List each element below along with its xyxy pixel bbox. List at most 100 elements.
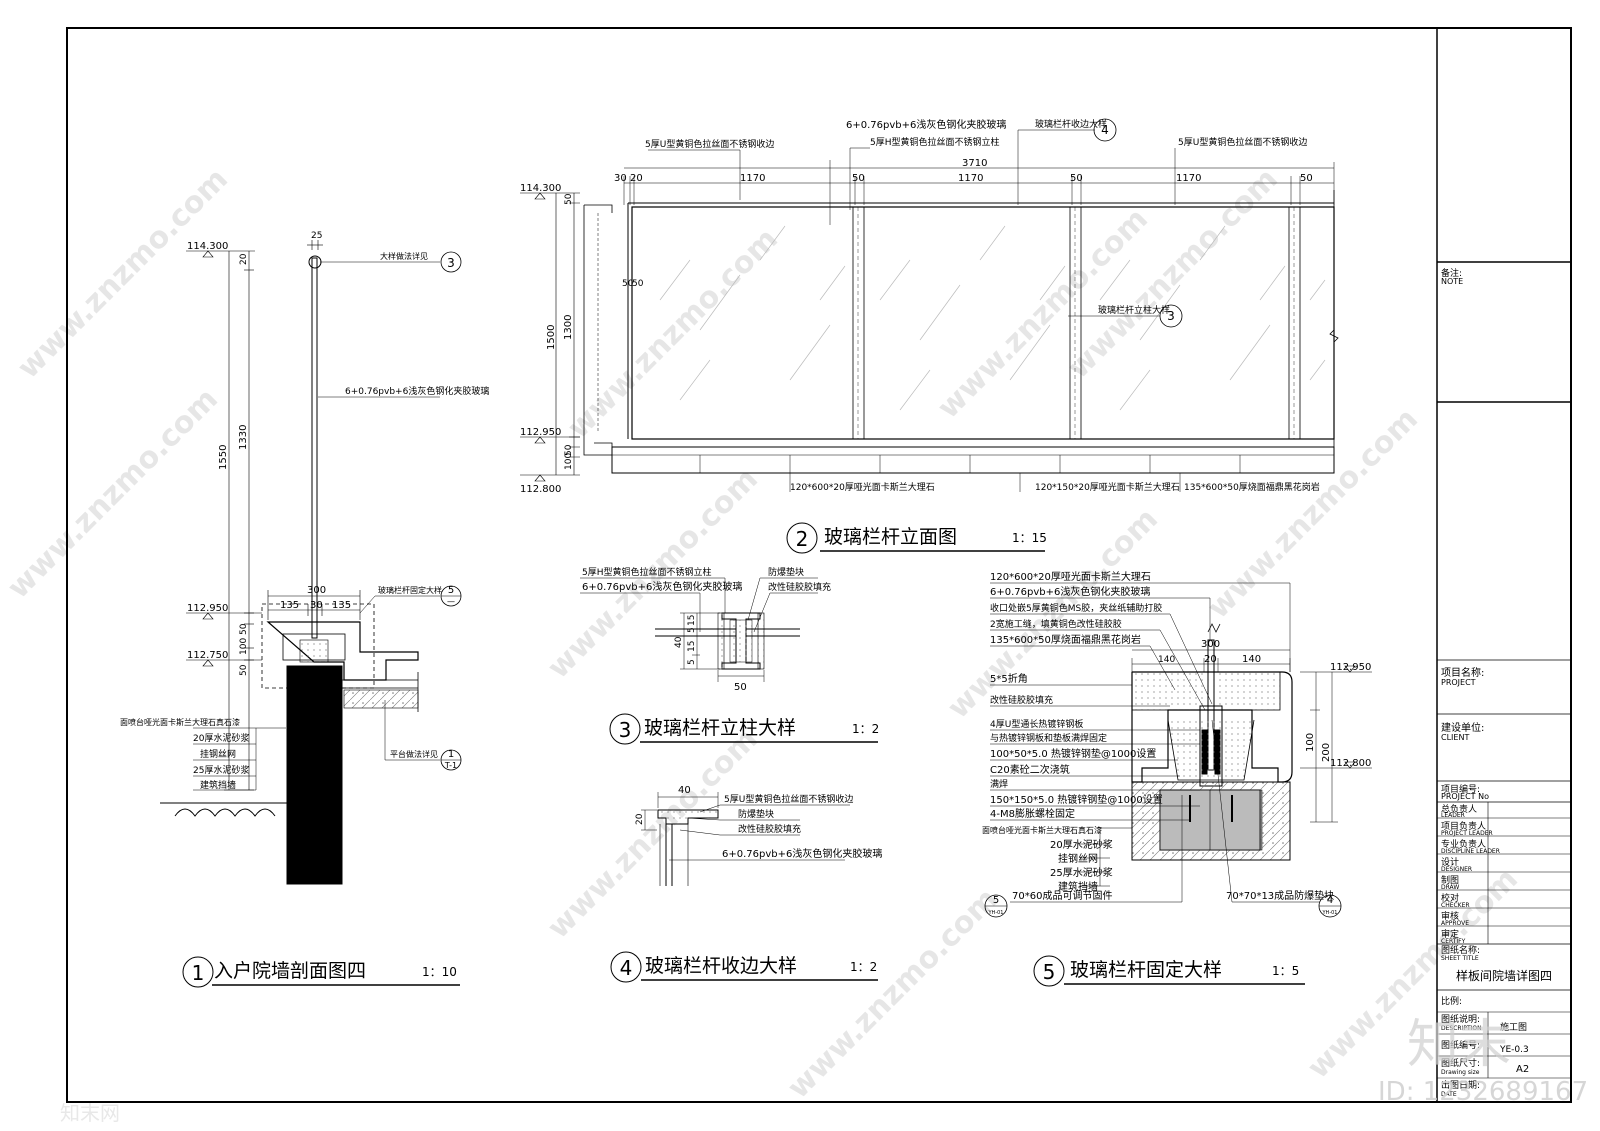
elevation-label: 112.800	[1330, 758, 1371, 769]
material-label: 120*150*20厚哑光面卡斯兰大理石	[1035, 481, 1180, 493]
dimension-label: 50	[622, 279, 634, 289]
dimension-label: 135	[332, 600, 351, 611]
callout-label: 5厚H型黄铜色拉丝面不锈钢立柱	[870, 136, 1000, 148]
callout-label: 135*600*50厚烧面福鼎黑花岗岩	[990, 633, 1141, 646]
role-label-en: DESIGNER	[1441, 866, 1472, 873]
callout-label: 2宽施工缝，填黄铜色改性硅胶胶	[990, 618, 1122, 630]
id-watermark: ID: 1232689167	[1378, 1077, 1588, 1107]
detail-ref-number: 3	[447, 256, 455, 270]
drawing-title: 玻璃栏杆立面图	[824, 526, 957, 548]
drawing-1-title: 1 入户院墙剖面图四 1：10	[182, 956, 460, 988]
dimension-label: 300	[307, 585, 326, 596]
drawing-title: 玻璃栏杆收边大样	[645, 955, 797, 977]
callout-label: 4厚U型通长热镀锌钢板	[990, 718, 1083, 730]
drawing-2-text: 114.300 112.950 112.800 30 20 1170 50 11…	[520, 118, 1320, 495]
role-label: 设计	[1441, 856, 1459, 868]
elevation-label: 112.800	[520, 484, 561, 495]
layer-label: 20厚水泥砂浆	[1050, 838, 1113, 851]
drawing-no-label: 图纸编号:	[1441, 1039, 1480, 1051]
callout-label: 收口处嵌5厚黄铜色MS胶，夹丝纸辅助打胶	[990, 602, 1162, 614]
dimension-label: 15	[687, 641, 697, 652]
drawing-number: 5	[1043, 960, 1056, 984]
material-label: 120*600*20厚哑光面卡斯兰大理石	[790, 481, 935, 493]
layer-label: 25厚水泥砂浆	[1050, 866, 1113, 879]
dimension-label: 30	[614, 173, 627, 184]
callout-label: 150*150*5.0 热镀锌钢垫@1000设置	[990, 793, 1163, 806]
drawing-4-edge-detail	[641, 792, 850, 886]
dimension-label: 1330	[238, 425, 249, 450]
drawing-title: 玻璃栏杆立柱大样	[644, 717, 796, 739]
role-label: 校对	[1441, 892, 1459, 904]
sheet-border	[66, 27, 1572, 1103]
dimension-label: 50	[734, 682, 747, 693]
role-label-en: PROJECT LEADER	[1441, 830, 1493, 837]
callout-label: 大样做法详见	[380, 251, 428, 261]
project-no-label-en: PROJECT No	[1441, 792, 1489, 801]
sheet-title: 样板间院墙详图四	[1456, 968, 1552, 983]
watermark-text: www.znzmo.com	[11, 162, 235, 386]
dimension-total: 3710	[962, 158, 987, 169]
watermark-text: www.znzmo.com	[1, 382, 225, 606]
role-label: 项目负责人	[1441, 820, 1486, 832]
elevation-label: 112.950	[520, 427, 561, 438]
drawing-number: 4	[620, 956, 633, 980]
desc-label: 图纸说明:	[1441, 1013, 1480, 1025]
layer-label: 挂钢丝网	[1058, 852, 1098, 865]
callout-label: 玻璃栏杆立柱大样	[1098, 304, 1170, 316]
role-label: 制图	[1441, 874, 1459, 886]
role-label: 审核	[1441, 910, 1459, 922]
detail-ref-sheet: YH-01	[988, 910, 1004, 916]
dimension-label: 20	[630, 173, 643, 184]
detail-ref-sheet: T-1	[444, 761, 457, 770]
callout-label: 5厚U型黄铜色拉丝面不锈钢收边	[645, 138, 774, 150]
callout-label: 平台做法详见	[390, 749, 438, 759]
callout-label: 满焊	[990, 778, 1008, 790]
watermark-text: www.znzmo.com	[541, 722, 765, 946]
dimension-label: 300	[1201, 639, 1220, 650]
callout-label: 4-M8膨胀螺栓固定	[990, 807, 1075, 820]
layer-label: 挂钢丝网	[200, 748, 236, 760]
watermark-text: www.znzmo.com	[561, 222, 785, 446]
detail-ref-sheet: YH-01	[1322, 910, 1338, 916]
detail-ref-number: 4	[1327, 895, 1333, 906]
detail-ref-number: 5	[993, 895, 999, 906]
dimension-label: 135	[280, 600, 299, 611]
callout-label: 防爆垫块	[738, 808, 774, 820]
dimension-label: 1170	[958, 173, 983, 184]
drawing-3-text: 15 5 40 15 5 50 5厚H型黄铜色拉丝面不锈钢立柱 6+0.76pv…	[582, 566, 831, 693]
role-label-en: DRAW	[1441, 884, 1459, 891]
drawing-2-elevation	[520, 118, 1339, 492]
drawing-4-text: 40 20 5厚U型黄铜色拉丝面不锈钢收边 防爆垫块 改性硅胶胶填充 6+0.7…	[635, 785, 882, 860]
dimension-label: 5	[687, 659, 697, 665]
layer-label: 20厚水泥砂浆	[193, 732, 249, 744]
drawing-3-title: 3 玻璃栏杆立柱大样 1：2	[609, 713, 879, 745]
role-label: 审定	[1441, 928, 1459, 940]
dimension-label: 15	[687, 615, 697, 626]
callout-label: 玻璃栏杆固定大样	[378, 585, 442, 595]
project-label-en: PROJECT	[1441, 678, 1476, 687]
drawing-title: 玻璃栏杆固定大样	[1070, 959, 1222, 981]
role-label-en: LEADER	[1441, 812, 1465, 819]
size-value: A2	[1516, 1064, 1529, 1075]
layer-label: 建筑挡墙	[1058, 880, 1098, 893]
dimension-label: 100	[564, 453, 574, 470]
drawing-number: 3	[619, 718, 632, 742]
dimension-label: 50	[632, 279, 644, 289]
callout-label: 6+0.76pvb+6浅灰色钢化夹胶玻璃	[722, 847, 882, 860]
callout-label: 改性硅胶胶填充	[990, 694, 1053, 706]
callout-label: 6+0.76pvb+6浅灰色钢化夹胶玻璃	[846, 118, 1006, 131]
drawing-scale: 1：2	[850, 960, 877, 974]
dimension-label: 30	[310, 600, 323, 611]
dimension-label: 1550	[218, 445, 229, 470]
dimension-label: 1500	[546, 325, 557, 350]
sheet-title-label-en: SHEET TITLE	[1441, 955, 1479, 962]
role-label-en: CERTIFY	[1441, 938, 1466, 945]
size-label: 图纸尺寸:	[1441, 1057, 1480, 1069]
callout-label: 改性硅胶胶填充	[738, 823, 801, 835]
layer-label: 面喷台哑光面卡斯兰大理石真石漆	[120, 717, 240, 727]
drawing-4-title: 4 玻璃栏杆收边大样 1：2	[610, 951, 878, 983]
dimension-label: 50	[852, 173, 865, 184]
project-label: 项目名称:	[1441, 666, 1484, 679]
callout-label: 玻璃栏杆收边大样	[1035, 118, 1107, 130]
